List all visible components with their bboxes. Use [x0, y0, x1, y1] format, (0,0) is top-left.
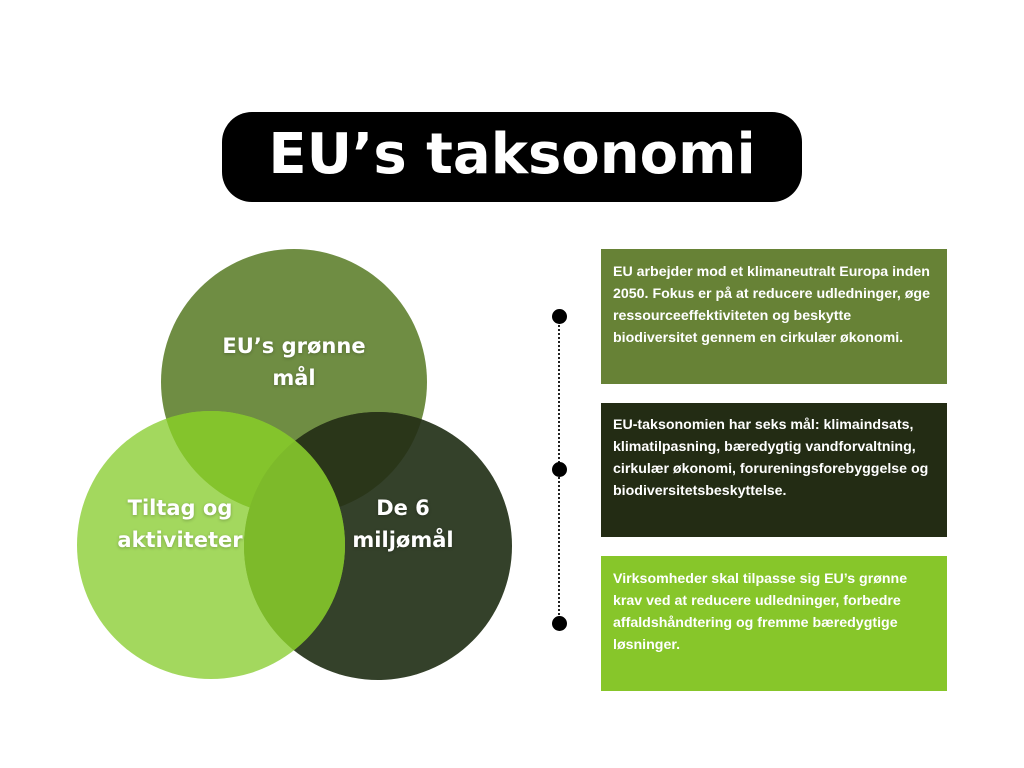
venn-label-left: Tiltag og aktiviteter	[117, 496, 243, 552]
info-box-text: EU-taksonomien har seks mål: klimaindsat…	[613, 417, 929, 499]
venn-overlap-left-right	[244, 412, 345, 679]
venn-overlap-top-left	[161, 411, 345, 515]
title-banner: EU’s taksonomi	[222, 112, 802, 202]
timeline-dot-1	[552, 309, 567, 324]
venn-diagram: EU’s grønne mål Tiltag og aktiviteter De…	[77, 249, 512, 680]
timeline-dot-2	[552, 462, 567, 477]
venn-label-top: EU’s grønne mål	[222, 334, 366, 390]
page-title: EU’s taksonomi	[268, 122, 756, 187]
info-box-climate-neutral: EU arbejder mod et klimaneutralt Europa …	[601, 249, 947, 384]
venn-label-right: De 6 miljømål	[352, 496, 454, 552]
venn-circles	[77, 249, 512, 680]
info-box-six-goals: EU-taksonomien har seks mål: klimaindsat…	[601, 403, 947, 537]
info-box-text: EU arbejder mod et klimaneutralt Europa …	[613, 264, 930, 346]
info-box-companies: Virksomheder skal tilpasse sig EU’s grøn…	[601, 556, 947, 691]
timeline-dot-3	[552, 616, 567, 631]
info-box-text: Virksomheder skal tilpasse sig EU’s grøn…	[613, 571, 908, 653]
